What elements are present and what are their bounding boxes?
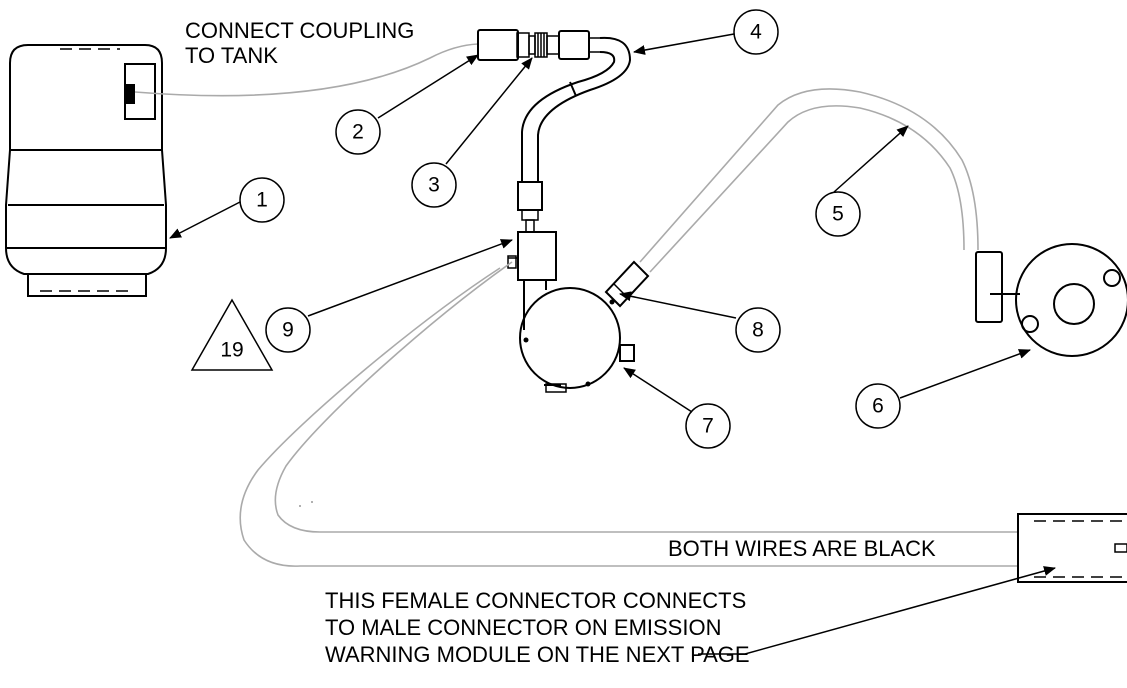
- both-wires-label: BOTH WIRES ARE BLACK: [668, 536, 936, 561]
- callout-4: 4: [750, 21, 762, 44]
- callout-1: 1: [256, 189, 268, 212]
- outlet-component: [975, 243, 1127, 357]
- callout-8: 8: [752, 319, 764, 342]
- female-connector-leader: [698, 566, 1056, 655]
- connect-coupling-label-line2: TO TANK: [185, 43, 278, 68]
- callout-7-circle: [685, 403, 731, 449]
- propane-tank: [5, 44, 167, 297]
- note-triangle-number: 19: [220, 339, 243, 362]
- female-connector-note-line1: THIS FEMALE CONNECTOR CONNECTS: [325, 588, 746, 613]
- manifold-block: [507, 231, 557, 330]
- callout-9-circle: [265, 307, 311, 353]
- coupling-guide-line: [134, 43, 479, 97]
- callout-4-circle: [733, 9, 779, 55]
- callout-3-circle: [411, 162, 457, 208]
- wire-outer: [239, 267, 1018, 567]
- coupling-assembly: [477, 29, 600, 61]
- female-connector: [1017, 513, 1127, 583]
- callout-2: 2: [352, 121, 364, 144]
- callout-3: 3: [428, 174, 440, 197]
- vent-hose-inner: [649, 105, 965, 273]
- note-triangle: [190, 298, 274, 371]
- connect-coupling-label-line1: CONNECT COUPLING: [185, 18, 414, 43]
- callout-5: 5: [832, 203, 844, 226]
- callout-2-circle: [335, 109, 381, 155]
- callout-8-circle: [735, 307, 781, 353]
- callout-5-circle: [815, 191, 861, 237]
- callout-6: 6: [872, 395, 884, 418]
- vent-hose-outer: [639, 88, 979, 263]
- callout-7: 7: [702, 415, 714, 438]
- callout-6-circle: [855, 383, 901, 429]
- callout-9: 9: [282, 319, 294, 342]
- female-connector-note-line3: WARNING MODULE ON THE NEXT PAGE: [325, 642, 750, 667]
- female-connector-note-line2: TO MALE CONNECTOR ON EMISSION: [325, 615, 721, 640]
- regulator-hose: [517, 36, 632, 233]
- callout-1-circle: [239, 177, 285, 223]
- regulator: [519, 287, 635, 393]
- vent-fitting: [604, 260, 650, 308]
- wire-inner: [274, 261, 1018, 533]
